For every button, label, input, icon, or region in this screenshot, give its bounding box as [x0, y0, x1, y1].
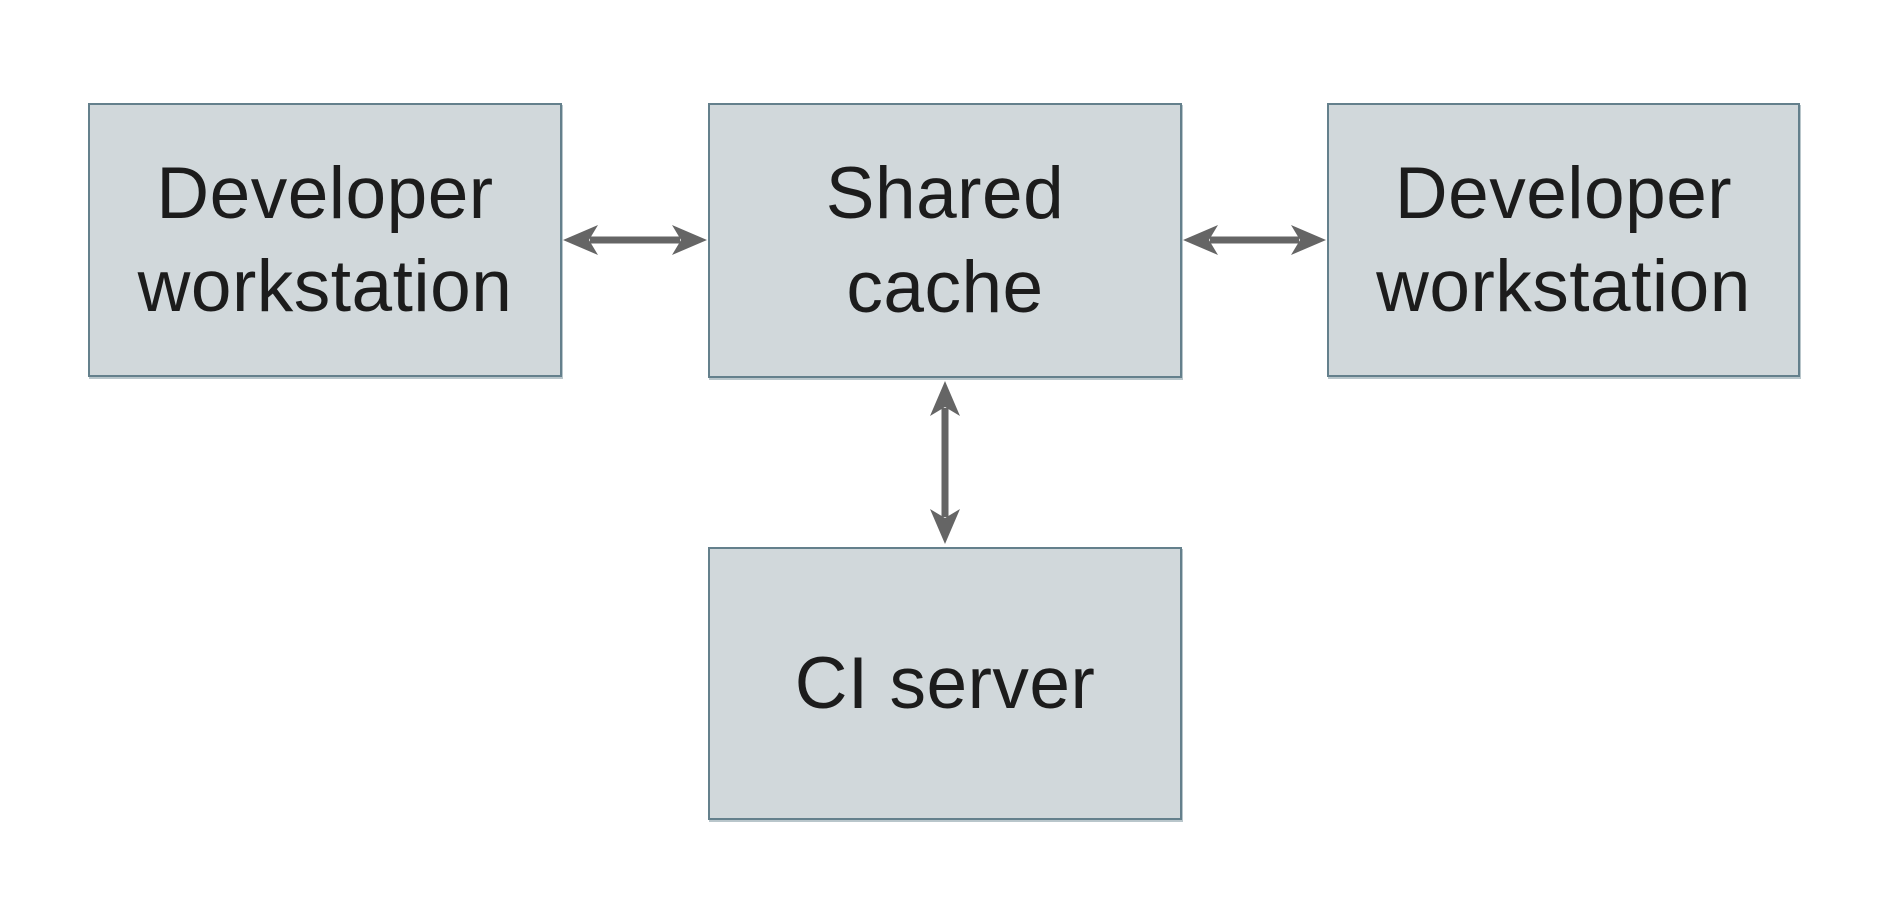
arrow-head-right-icon	[672, 225, 707, 255]
node-ci-server: CI server	[708, 547, 1182, 820]
bidirectional-arrow-icon-left-workstation-cache	[563, 225, 707, 255]
arrow-head-down-icon	[930, 509, 960, 544]
node-ci-server-label: CI server	[794, 642, 1096, 724]
node-developer-workstation-left: Developer workstation	[88, 103, 562, 377]
arrow-head-left-icon	[1183, 225, 1218, 255]
node-developer-workstation-right-label: Developer workstation	[1376, 152, 1751, 327]
arrow-head-up-icon	[930, 381, 960, 416]
node-developer-workstation-right: Developer workstation	[1327, 103, 1800, 377]
node-shared-cache-label: Shared cache	[825, 153, 1065, 328]
node-shared-cache: Shared cache	[708, 103, 1182, 378]
bidirectional-arrow-icon-cache-right-workstation	[1183, 225, 1326, 255]
arrow-head-left-icon	[563, 225, 598, 255]
bidirectional-arrow-icon-cache-ci-server	[930, 381, 960, 544]
arrow-head-right-icon	[1291, 225, 1326, 255]
node-developer-workstation-left-label: Developer workstation	[137, 152, 513, 327]
